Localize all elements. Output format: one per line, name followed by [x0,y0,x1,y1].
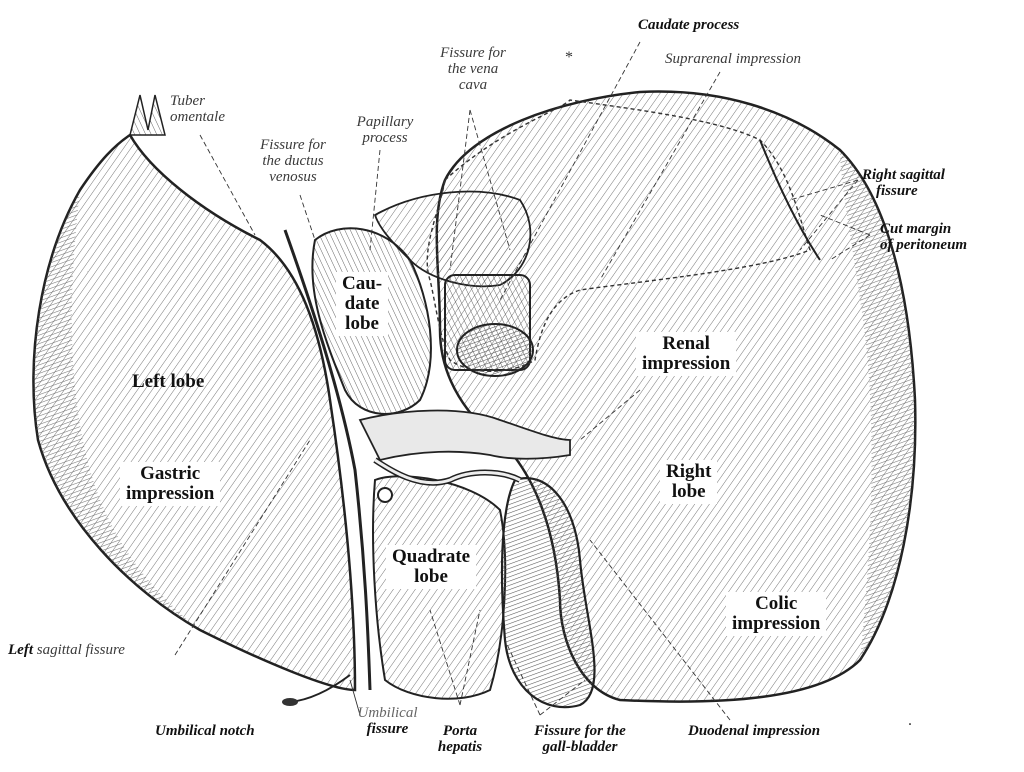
label-fissure-gall-bladder: Fissure for the gall-bladder [534,723,626,755]
label-right-sagittal-fissure: Right sagittal fissure [862,167,945,199]
right-sagittal-fissure-line [759,139,821,261]
left-lobe-shadow [33,190,200,630]
label-quadrate-lobe: Quadrate lobe [386,545,477,589]
label-gastric-impression: Gastric impression [120,462,221,506]
portal-vessels [358,409,571,462]
label-cut-margin-peritoneum: Cut margin of peritoneum [880,221,968,253]
portal-branch-inner [374,458,521,485]
vessel-opening [377,487,393,503]
peritoneum-margin [426,99,811,372]
label-tuber-omentale: Tuber omentale [170,93,225,125]
label-fissure-vena-cava: Fissure for the vena cava [440,45,506,93]
right-lobe-shadow [840,150,916,660]
label-suprarenal-impression: Suprarenal impression [665,51,801,67]
label-left-sagittal-fissure: Left sagittal fissure [8,642,125,658]
label-caudate-process: Caudate process [638,17,740,33]
left-sagittal-fissure-line [283,229,372,691]
left-lobe-shape [32,133,357,692]
label-papillary-process: Papillary process [356,114,414,146]
dot-mark: . [908,712,912,729]
vena-cava-opening [456,323,534,377]
ligament-end [282,698,298,706]
asterisk-mark: * [565,49,573,66]
label-duodenal-impression: Duodenal impression [688,723,821,739]
tuber-omentale-shape [129,94,166,136]
label-renal-impression: Renal impression [636,332,737,376]
leader-lines [174,41,871,721]
label-umbilical-fissure: Umbilical fissure [357,705,418,737]
label-porta-hepatis: Porta hepatis [437,723,483,755]
label-left-lobe: Left lobe [132,371,205,392]
label-fissure-ductus-venosus: Fissure for the ductus venosus [260,137,326,185]
label-colic-impression: Colic impression [726,592,827,636]
label-right-lobe: Right lobe [660,460,718,504]
gall-bladder-shape [500,477,596,709]
label-umbilical-notch: Umbilical notch [155,723,255,739]
label-caudate-lobe: Cau- date lobe [336,272,389,336]
